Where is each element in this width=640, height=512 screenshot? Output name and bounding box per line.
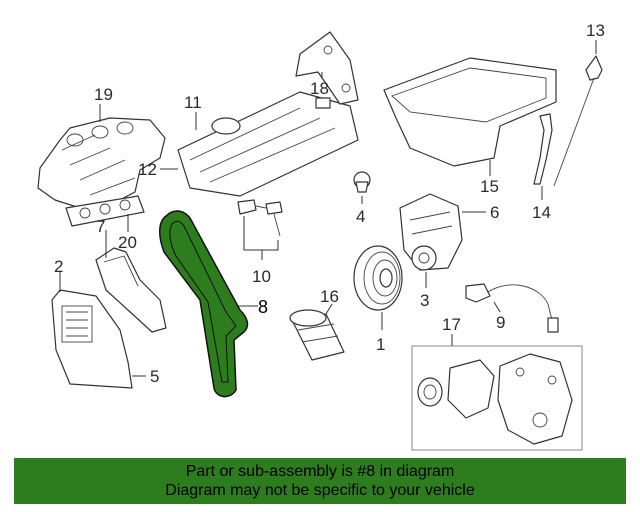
timing-belt-inner [169,220,237,383]
callout-1: 1 [376,335,385,354]
callout-12: 12 [138,160,157,179]
callout-6: 6 [490,203,499,222]
callout-20: 20 [118,233,137,252]
callout-3: 3 [420,291,429,310]
part-8-timing-belt[interactable] [159,210,258,398]
part-17-oil-pump[interactable] [411,334,583,451]
part-6-water-pump[interactable] [399,193,486,271]
info-banner: Part or sub-assembly is #8 in diagram Di… [14,458,626,504]
callout-19: 19 [94,85,113,104]
callout-9: 9 [496,313,505,332]
timing-belt-outer [159,210,249,398]
part-2-timing-cover[interactable] [51,272,146,389]
callout-5: 5 [150,367,159,386]
part-10-sensors[interactable] [237,199,283,260]
part-15-oil-pan[interactable] [383,57,557,176]
callout-13: 13 [586,21,605,40]
part-1-pulley[interactable] [353,245,403,330]
part-13-dipstick[interactable] [553,40,603,187]
part-18-bracket[interactable] [295,31,359,105]
part-7-timing-cover[interactable] [95,230,167,333]
banner-line-1: Part or sub-assembly is #8 in diagram [185,463,455,480]
callout-18: 18 [310,79,329,98]
callout-4: 4 [356,207,365,226]
callout-17: 17 [442,315,461,334]
banner-line-2: Diagram may not be specific to your vehi… [165,482,475,499]
callout-2: 2 [54,257,63,276]
callout-16: 16 [320,287,339,306]
callout-15: 15 [480,177,499,196]
callout-8: 8 [258,297,268,317]
callout-10: 10 [252,267,271,286]
part-20-gasket[interactable] [65,195,145,232]
part-16-oil-filter[interactable] [289,303,345,361]
part-14-dipstick-guide[interactable] [533,113,553,200]
part-4-cap[interactable] [353,171,371,204]
callout-14: 14 [532,203,551,222]
callout-11: 11 [184,93,202,112]
part-9-sensor[interactable] [465,283,559,333]
part-11-valve-cover[interactable] [177,91,359,197]
callout-7: 7 [96,217,105,236]
parts-diagram: 19 20 11 12 18 15 13 [37,21,605,451]
part-19-intake-manifold[interactable] [37,104,166,209]
